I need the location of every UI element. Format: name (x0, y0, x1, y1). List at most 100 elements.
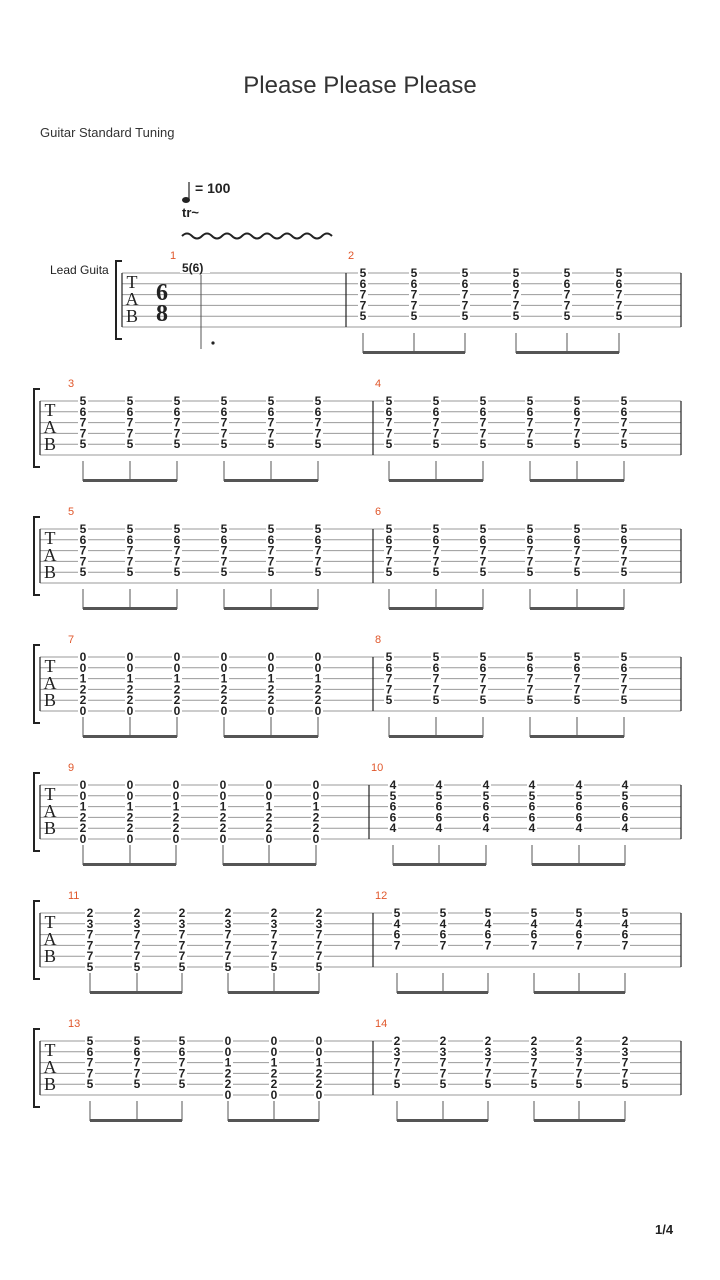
fret-number: 7 (316, 928, 323, 942)
fret-number: 0 (313, 789, 320, 803)
fret-bg (219, 533, 229, 544)
fret-number: 6 (221, 405, 228, 419)
fret-bg (85, 1045, 95, 1056)
fret-bg (460, 277, 470, 288)
fret-bg (483, 1056, 493, 1067)
fret-number: 3 (134, 917, 141, 931)
fret-bg (313, 694, 323, 705)
fret-number: 7 (622, 938, 629, 952)
fret-number: 7 (411, 298, 418, 312)
fret-number: 4 (622, 778, 629, 792)
fret-bg (619, 672, 629, 683)
fret-number: 0 (80, 650, 87, 664)
fret-number: 6 (386, 661, 393, 675)
fret-number: 3 (622, 1045, 629, 1059)
fret-number: 2 (173, 821, 180, 835)
first-note-fret: 5(6) (182, 261, 203, 275)
fret-number: 2 (174, 693, 181, 707)
fret-number: 4 (483, 821, 490, 835)
fret-number: 5 (527, 437, 534, 451)
fret-bg (527, 789, 537, 800)
fret-bg (384, 438, 394, 449)
fret-bg (388, 789, 398, 800)
fret-bg (409, 299, 419, 310)
fret-bg (314, 907, 324, 917)
fret-number: 7 (87, 938, 94, 952)
bar-number: 12 (375, 890, 387, 902)
fret-bg (511, 288, 521, 299)
fret-number: 2 (271, 906, 278, 920)
fret-number: 6 (436, 810, 443, 824)
fret-number: 2 (271, 1066, 278, 1080)
fret-number: 6 (433, 405, 440, 419)
fret-number: 6 (483, 810, 490, 824)
fret-bg (314, 928, 324, 939)
fret-bg (171, 822, 181, 833)
fret-bg (266, 405, 276, 416)
fret-number: 0 (271, 1034, 278, 1048)
fret-bg (525, 405, 535, 416)
tab-clef-letter: T (45, 784, 56, 804)
fret-bg (132, 917, 142, 928)
fret-number: 4 (485, 917, 492, 931)
fret-number: 2 (80, 810, 87, 824)
fret-number: 5 (221, 437, 228, 451)
bar-number: 6 (375, 506, 381, 518)
fret-number: 5 (386, 394, 393, 408)
fret-bg (313, 661, 323, 672)
fret-bg (223, 1035, 233, 1045)
fret-number: 7 (574, 672, 581, 686)
fret-bg (264, 811, 274, 822)
fret-bg (177, 961, 187, 971)
tab-clef-letter: T (45, 1040, 56, 1060)
fret-number: 0 (127, 704, 134, 718)
fret-bg (266, 416, 276, 427)
fret-number: 5 (616, 266, 623, 280)
fret-bg (434, 800, 444, 811)
fret-bg (311, 800, 321, 811)
fret-bg (438, 1045, 448, 1056)
fret-bg (478, 544, 488, 555)
time-signature-top: 6 (156, 280, 168, 306)
tab-clef-letter: B (44, 946, 56, 966)
fret-number: 4 (531, 917, 538, 931)
fret-number: 7 (440, 1066, 447, 1080)
fret-bg (219, 523, 229, 533)
fret-bg (172, 683, 182, 694)
fret-bg (525, 651, 535, 661)
fret-bg (132, 950, 142, 961)
fret-number: 0 (315, 704, 322, 718)
fret-bg (218, 822, 228, 833)
fret-number: 3 (440, 1045, 447, 1059)
fret-number: 6 (485, 928, 492, 942)
fret-bg (78, 683, 88, 694)
fret-number: 2 (220, 810, 227, 824)
fret-bg (314, 1078, 324, 1089)
fret-bg (572, 694, 582, 705)
fret-number: 2 (266, 810, 273, 824)
fret-number: 7 (87, 1066, 94, 1080)
fret-bg (620, 928, 630, 939)
fret-bg (438, 907, 448, 917)
fret-number: 7 (433, 672, 440, 686)
fret-bg (384, 683, 394, 694)
fret-number: 7 (80, 544, 87, 558)
fret-bg (431, 683, 441, 694)
fret-bg (219, 416, 229, 427)
fret-bg (78, 779, 88, 789)
tab-clef-letter: T (45, 912, 56, 932)
fret-bg (431, 395, 441, 405)
fret-number: 0 (173, 778, 180, 792)
fret-number: 5 (564, 309, 571, 323)
fret-bg (619, 438, 629, 449)
fret-bg (264, 833, 274, 843)
tab-clef-letter: B (44, 690, 56, 710)
fret-bg (614, 288, 624, 299)
fret-bg (125, 811, 135, 822)
fret-bg (269, 1045, 279, 1056)
fret-bg (525, 544, 535, 555)
fret-bg (434, 811, 444, 822)
fret-bg (620, 779, 630, 789)
fret-number: 0 (127, 789, 134, 803)
fret-bg (478, 683, 488, 694)
